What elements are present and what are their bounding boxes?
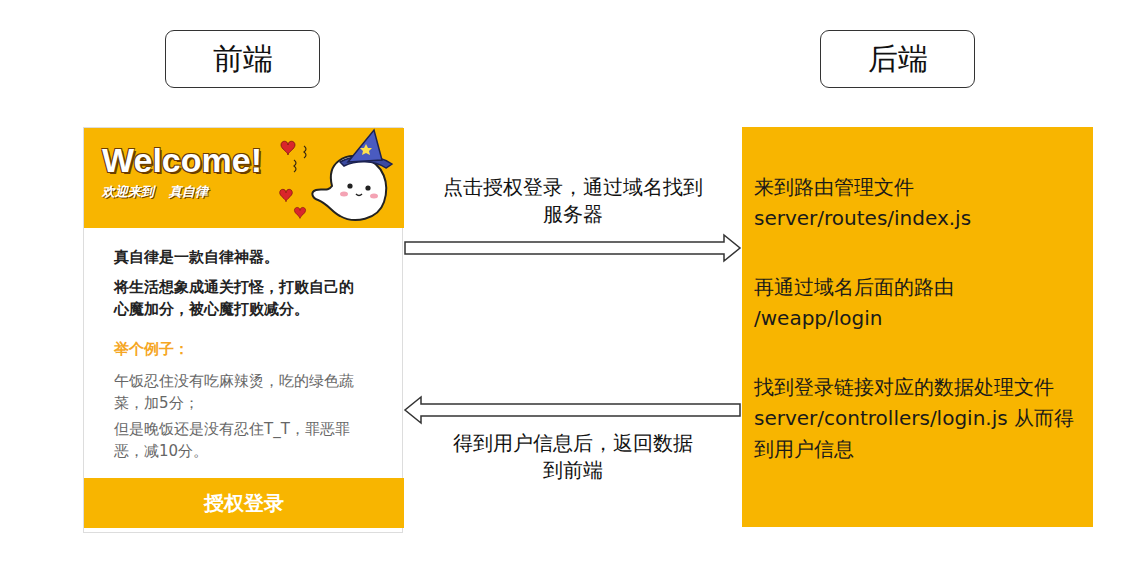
edge-label: 得到用户信息后，返回数据到前端 — [448, 430, 698, 484]
intro-text: 将生活想象成通关打怪，打败自己的心魔加分，被心魔打败减分。 — [114, 276, 359, 320]
step-text: 再通过域名后面的路由 /weapp/login — [754, 272, 1083, 334]
backend-panel: 来到路由管理文件 server/routes/index.js 再通过域名后面的路… — [742, 127, 1093, 527]
phone-screen: 真自律是一款自律神器。将生活想象成通关打怪，打败自己的心魔加分，被心魔打败减分。… — [83, 127, 403, 533]
login-button: 授权登录 — [84, 478, 404, 528]
header-text: 前端 — [213, 39, 273, 80]
example-text: 午饭忍住没有吃麻辣烫，吃的绿色蔬菜，加5分； — [114, 370, 359, 414]
ghost-illustration — [274, 128, 404, 228]
header-text: 后端 — [868, 39, 928, 80]
hollow-arrow — [405, 235, 740, 261]
hollow-arrow — [405, 397, 740, 423]
welcome-banner: Welcome!欢迎来到 真自律 — [84, 128, 404, 228]
intro-text: 真自律是一款自律神器。 — [114, 246, 359, 268]
example-heading: 举个例子： — [114, 338, 372, 360]
step-text: 找到登录链接对应的数据处理文件 server/controllers/login… — [754, 372, 1083, 465]
welcome-subtitle: 欢迎来到 真自律 — [102, 182, 404, 202]
edge-label: 点击授权登录，通过域名找到服务器 — [435, 174, 710, 228]
button-text: 授权登录 — [204, 490, 284, 517]
example-text: 但是晚饭还是没有忍住T_T，罪恶罪恶，减10分。 — [114, 418, 359, 462]
step-text: 来到路由管理文件 server/routes/index.js — [754, 172, 1083, 234]
welcome-title: Welcome! — [102, 140, 262, 180]
header-box: 前端 — [165, 30, 320, 88]
header-box: 后端 — [820, 30, 975, 88]
